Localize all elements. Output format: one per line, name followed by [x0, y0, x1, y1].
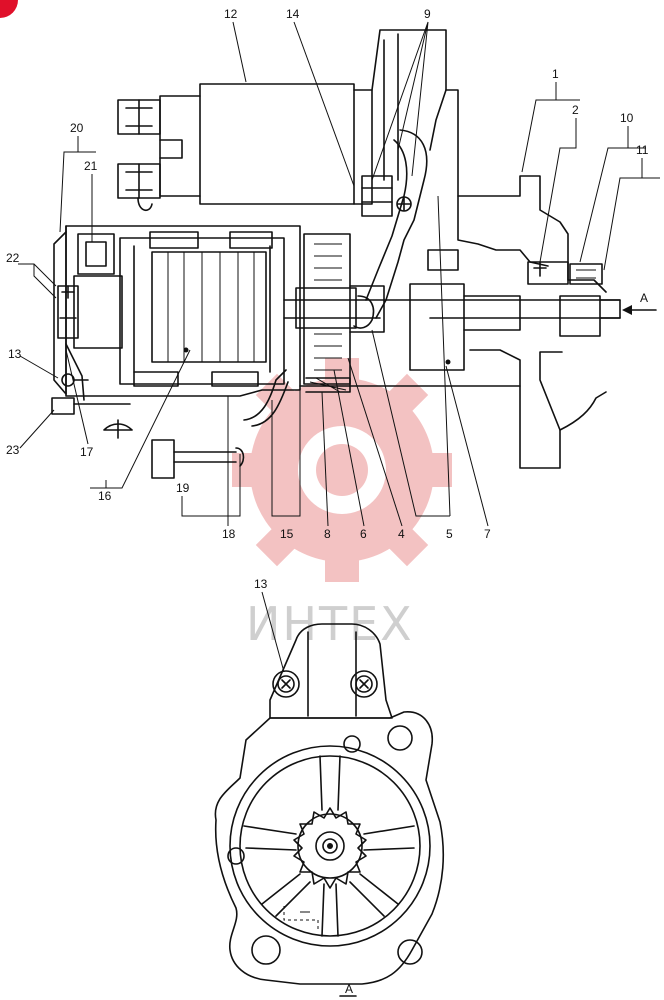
motor-yoke: [65, 225, 301, 397]
overrunning-clutch: [283, 233, 621, 393]
callout-16: 16: [98, 489, 112, 503]
callout-18: 18: [222, 527, 236, 541]
callout-5: 5: [446, 527, 453, 541]
callout-2: 2: [572, 103, 579, 117]
view-arrow: A: [622, 291, 657, 315]
callout-13-side: 13: [8, 347, 22, 361]
callout-leaders: [18, 21, 660, 527]
corner-badge-icon: [0, 0, 18, 18]
callout-23: 23: [6, 443, 20, 457]
commutator-end-frame: [51, 231, 133, 439]
callout-22: 22: [6, 251, 20, 265]
callout-4: 4: [398, 527, 405, 541]
view-title: A: [345, 982, 353, 996]
solenoid-switch: [117, 83, 373, 211]
callout-19: 19: [176, 481, 190, 495]
callout-17: 17: [80, 445, 94, 459]
side-view: A 12: [6, 7, 660, 541]
callout-7: 7: [484, 527, 491, 541]
callout-8: 8: [324, 527, 331, 541]
callout-labels: 12 14 9 1 2 10 11 20 21 22 13 23 17 16 1…: [6, 7, 649, 541]
brush-lead: [151, 369, 289, 479]
callout-11: 11: [636, 143, 649, 157]
callout-6: 6: [360, 527, 367, 541]
callout-20: 20: [70, 121, 84, 135]
callout-13-front: 13: [254, 577, 268, 591]
callout-15: 15: [280, 527, 294, 541]
pinion-gear-icon: [293, 807, 367, 889]
callout-9: 9: [424, 7, 431, 21]
callout-14: 14: [286, 7, 300, 21]
callout-21: 21: [84, 159, 98, 173]
callout-10: 10: [620, 111, 634, 125]
callout-12: 12: [224, 7, 238, 21]
callout-1: 1: [552, 67, 559, 81]
front-view-a: 13 A: [214, 577, 445, 997]
view-arrow-label: A: [640, 291, 648, 305]
